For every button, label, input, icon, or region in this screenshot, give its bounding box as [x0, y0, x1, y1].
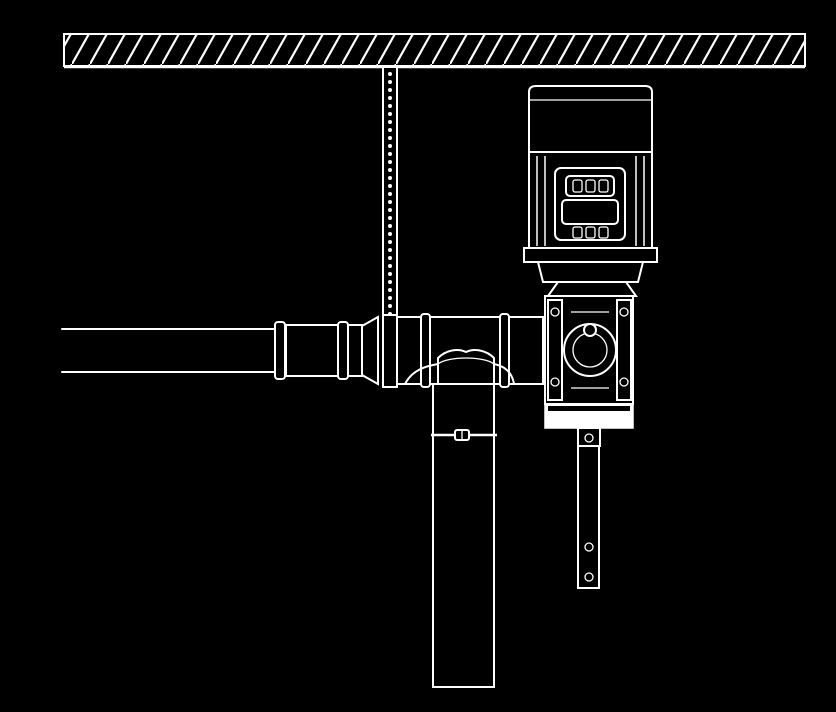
coupling-ring [499, 313, 510, 388]
strap-hole [388, 104, 392, 108]
strap-hole [388, 72, 392, 76]
strap-hole [388, 264, 392, 268]
strap-hole [388, 96, 392, 100]
cooling-fins [536, 156, 645, 246]
hanger-strap [382, 66, 398, 323]
vertical-drop-pipe [431, 383, 497, 688]
strap-hole [388, 232, 392, 236]
strap-hole [388, 240, 392, 244]
strap-hole [388, 200, 392, 204]
arm-hole [584, 542, 594, 552]
strap-hole [388, 168, 392, 172]
arm-hole [584, 572, 594, 582]
strap-hole [388, 144, 392, 148]
strap-hole [388, 248, 392, 252]
strap-hole [388, 288, 392, 292]
strap-hole [388, 136, 392, 140]
strap-hole [388, 216, 392, 220]
arm-clamp [577, 427, 601, 447]
strap-hole [388, 272, 392, 276]
flat-bar [577, 445, 600, 589]
ceiling [63, 33, 806, 69]
strap-hole [388, 80, 392, 84]
strap-hole [388, 280, 392, 284]
strap-hole [388, 184, 392, 188]
strap-hole [388, 192, 392, 196]
tee-junction [404, 349, 515, 385]
bolt [619, 307, 629, 317]
strap-hole [388, 176, 392, 180]
hose-clamp [431, 429, 497, 441]
strap-perforations [388, 72, 392, 316]
bolt [550, 377, 560, 387]
electric-motor [523, 85, 658, 283]
coupling-ring [274, 321, 286, 380]
lever-arm [577, 427, 601, 589]
strap-hole [388, 128, 392, 132]
motor-flange [523, 247, 658, 263]
coupling-ring [337, 321, 349, 380]
bolt [619, 377, 629, 387]
horizontal-duct [61, 313, 544, 388]
gearbox [544, 281, 638, 429]
strap-hole [388, 88, 392, 92]
strap-hole [388, 296, 392, 300]
coupling-ring [420, 313, 431, 388]
strap-hole [388, 208, 392, 212]
strap-band [382, 314, 398, 388]
strap-hole [388, 160, 392, 164]
output-shaft [583, 323, 597, 337]
strap-hole [388, 112, 392, 116]
strap-hole [388, 256, 392, 260]
strap-hole [388, 152, 392, 156]
strap-hole [388, 304, 392, 308]
fan-cover [528, 85, 653, 153]
strap-hole [388, 224, 392, 228]
strap-hole [388, 120, 392, 124]
bolt [550, 307, 560, 317]
